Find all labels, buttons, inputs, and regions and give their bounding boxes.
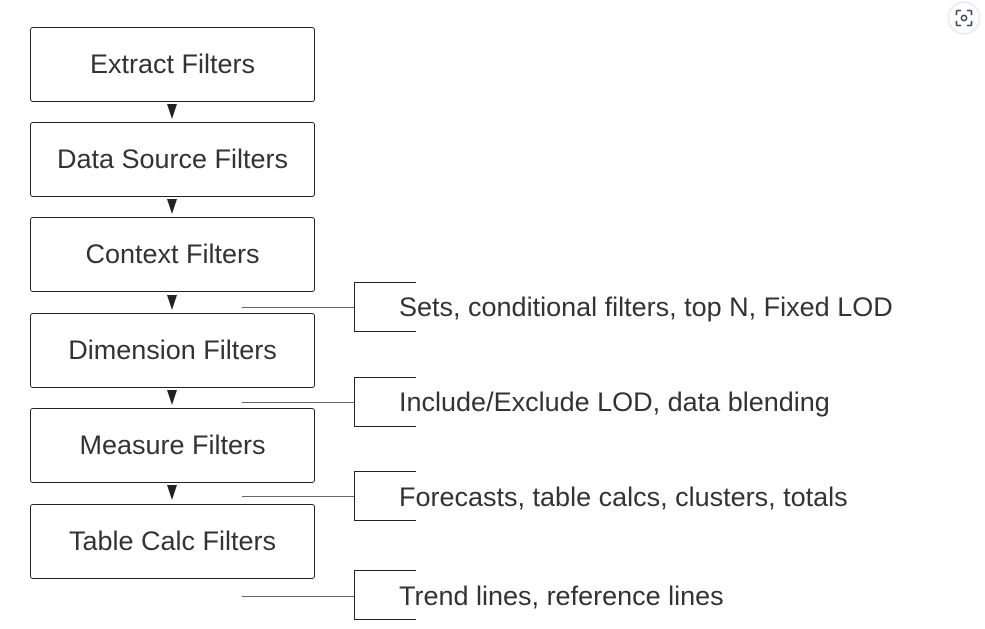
step-dimension-filters: Dimension Filters [30,313,315,388]
step-label: Table Calc Filters [68,526,277,556]
visual-search-icon [955,9,973,27]
annotation-bracket [354,377,416,427]
annotation-bracket [354,471,416,521]
down-arrow-icon [167,295,177,310]
annotation-connector [242,496,354,497]
annotation-sets-fixed-lod: Sets, conditional filters, top N, Fixed … [399,292,893,322]
annotation-forecasts-totals: Forecasts, table calcs, clusters, totals [399,482,848,512]
step-label: Extract Filters [89,49,256,79]
step-table-calc-filters: Table Calc Filters [30,504,315,579]
down-arrow-icon [167,485,177,500]
annotation-include-exclude-lod: Include/Exclude LOD, data blending [399,387,830,417]
annotation-connector [242,402,354,403]
step-label: Data Source Filters [56,144,289,174]
step-label: Dimension Filters [68,335,277,365]
step-extract-filters: Extract Filters [30,27,315,102]
down-arrow-icon [167,390,177,405]
step-context-filters: Context Filters [30,217,315,292]
annotation-connector [242,596,354,597]
down-arrow-icon [167,199,177,214]
annotation-connector [242,307,354,308]
annotation-trend-reference-lines: Trend lines, reference lines [399,581,724,611]
step-label: Context Filters [85,239,260,269]
down-arrow-icon [167,104,177,119]
step-data-source-filters: Data Source Filters [30,122,315,197]
annotation-bracket [354,570,416,620]
annotation-bracket [354,282,416,332]
step-measure-filters: Measure Filters [30,408,315,483]
visual-search-button[interactable] [949,3,979,33]
step-label: Measure Filters [79,430,266,460]
